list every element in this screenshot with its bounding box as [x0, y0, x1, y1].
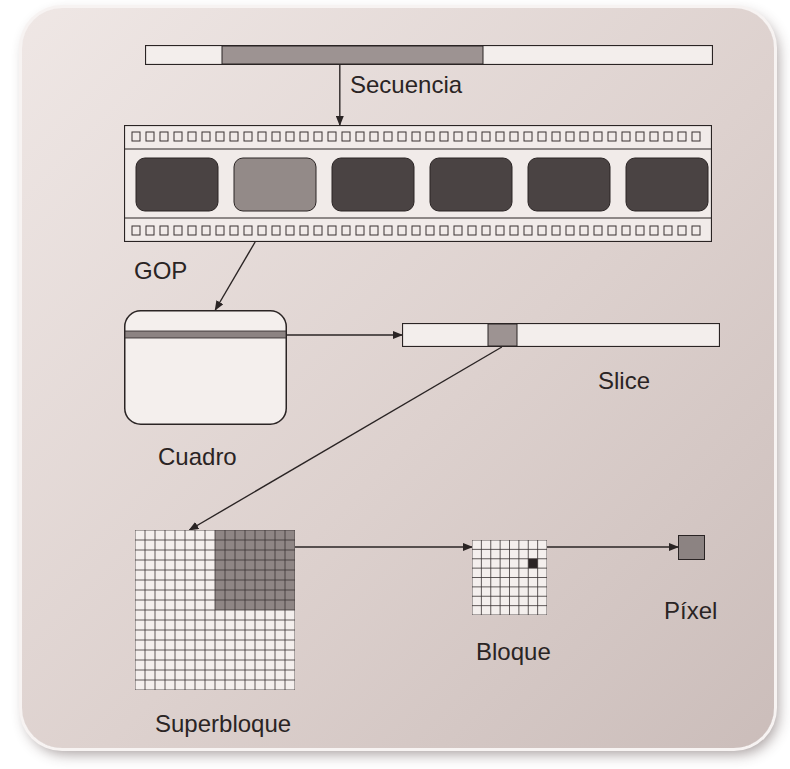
shape-label: Cuadro — [158, 443, 237, 472]
shape-label: Píxel — [664, 597, 717, 626]
diagram-shape: Superbloque — [135, 530, 295, 690]
diagram-shape: Secuencia — [145, 45, 713, 65]
diagram-shape: Slice — [402, 323, 720, 347]
arrow-connector — [215, 242, 255, 310]
diagram-shape: Cuadro — [124, 310, 287, 425]
shape-outline — [402, 323, 720, 347]
arrow-connector — [547, 546, 678, 547]
shape-label: Superbloque — [155, 710, 291, 739]
arrow-connector — [295, 546, 472, 547]
arrow-connector — [339, 65, 340, 125]
shape-label: GOP — [134, 257, 187, 286]
shape-label: Slice — [598, 367, 650, 396]
arrow-connector — [287, 334, 402, 335]
shape-outline — [472, 540, 547, 615]
shape-outline — [678, 535, 705, 560]
shape-outline — [135, 530, 295, 690]
shape-outline — [124, 125, 712, 242]
diagram-shape: Bloque — [472, 540, 547, 615]
shape-label: Secuencia — [350, 71, 462, 100]
diagram-shape: Píxel — [678, 535, 705, 560]
shape-label: Bloque — [476, 638, 551, 667]
shape-outline — [145, 45, 713, 65]
diagram-shape: GOP — [124, 125, 712, 242]
shape-outline — [124, 310, 287, 425]
